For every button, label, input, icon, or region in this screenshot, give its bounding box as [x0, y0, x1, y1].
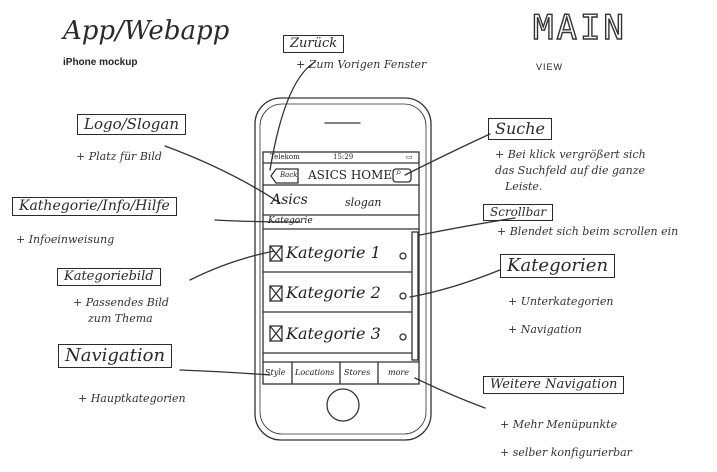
tab-stores[interactable]: Stores	[344, 368, 371, 377]
annotation-kategoriebild: Kategoriebild	[57, 268, 161, 287]
logo-text: Asics	[271, 192, 308, 208]
nav-title: ASICS HOME	[308, 168, 393, 182]
annotation-suche-note-3: Leiste.	[505, 180, 543, 193]
back-button[interactable]: Back	[280, 171, 298, 179]
annotation-kategorien-note-1: + Unterkategorien	[508, 295, 614, 308]
tab-more[interactable]: more	[388, 368, 409, 377]
phone-screen	[262, 151, 420, 385]
tab-locations[interactable]: Locations	[295, 368, 335, 377]
annotation-weitere-note-1: + Mehr Menüpunkte	[500, 418, 618, 431]
annotation-zurueck-note: + Zum Vorigen Fenster	[296, 58, 427, 71]
annotation-logo-note: + Platz für Bild	[76, 150, 162, 163]
annotation-navigation-note: + Hauptkategorien	[78, 392, 186, 405]
annotation-kategorien-note-2: + Navigation	[508, 323, 582, 336]
phone-body-inner	[259, 103, 427, 435]
annotation-kategorien: Kategorien	[500, 254, 616, 278]
annotation-kategoriebild-note-2: zum Thema	[88, 312, 153, 325]
status-carrier: Telekom	[270, 153, 300, 161]
annotation-kategorie-info-note: + Infoeinweisung	[16, 233, 115, 246]
home-button	[326, 388, 360, 422]
annotation-suche-note-2: das Suchfeld auf die ganze	[495, 164, 646, 177]
slogan-text: slogan	[345, 196, 382, 209]
annotation-weitere: Weitere Navigation	[483, 376, 625, 395]
annotation-scrollbar: Scrollbar	[483, 204, 554, 222]
tab-style[interactable]: Style	[265, 368, 286, 377]
battery-icon: ▭	[406, 153, 413, 161]
annotation-navigation: Navigation	[58, 344, 173, 368]
category-bar[interactable]: Kategorie	[268, 216, 313, 226]
annotation-zurueck: Zurück	[283, 35, 345, 54]
annotation-kategoriebild-note-1: + Passendes Bild	[73, 296, 169, 309]
annotation-logo: Logo/Slogan	[77, 114, 186, 135]
annotation-kategorie-info: Kathegorie/Info/Hilfe	[12, 197, 177, 217]
category-item-1[interactable]: Kategorie 1	[286, 243, 381, 262]
page-subtitle: iPhone mockup	[63, 57, 138, 68]
page-title: App/Webapp	[63, 16, 230, 46]
annotation-scrollbar-note: + Blendet sich beim scrollen ein	[497, 225, 679, 238]
main-subtitle: VIEW	[536, 62, 564, 72]
back-button-shape	[270, 168, 299, 184]
annotation-suche-note-1: + Bei klick vergrößert sich	[495, 148, 646, 161]
category-item-2[interactable]: Kategorie 2	[286, 283, 381, 302]
search-icon[interactable]: ⌕	[396, 167, 402, 178]
category-item-3[interactable]: Kategorie 3	[286, 324, 381, 343]
main-title: MAIN	[532, 7, 627, 48]
annotation-weitere-note-2: + selber konfigurierbar	[500, 446, 632, 459]
status-time: 15:29	[333, 153, 354, 161]
phone-body	[254, 97, 432, 441]
annotation-suche: Suche	[488, 118, 552, 140]
